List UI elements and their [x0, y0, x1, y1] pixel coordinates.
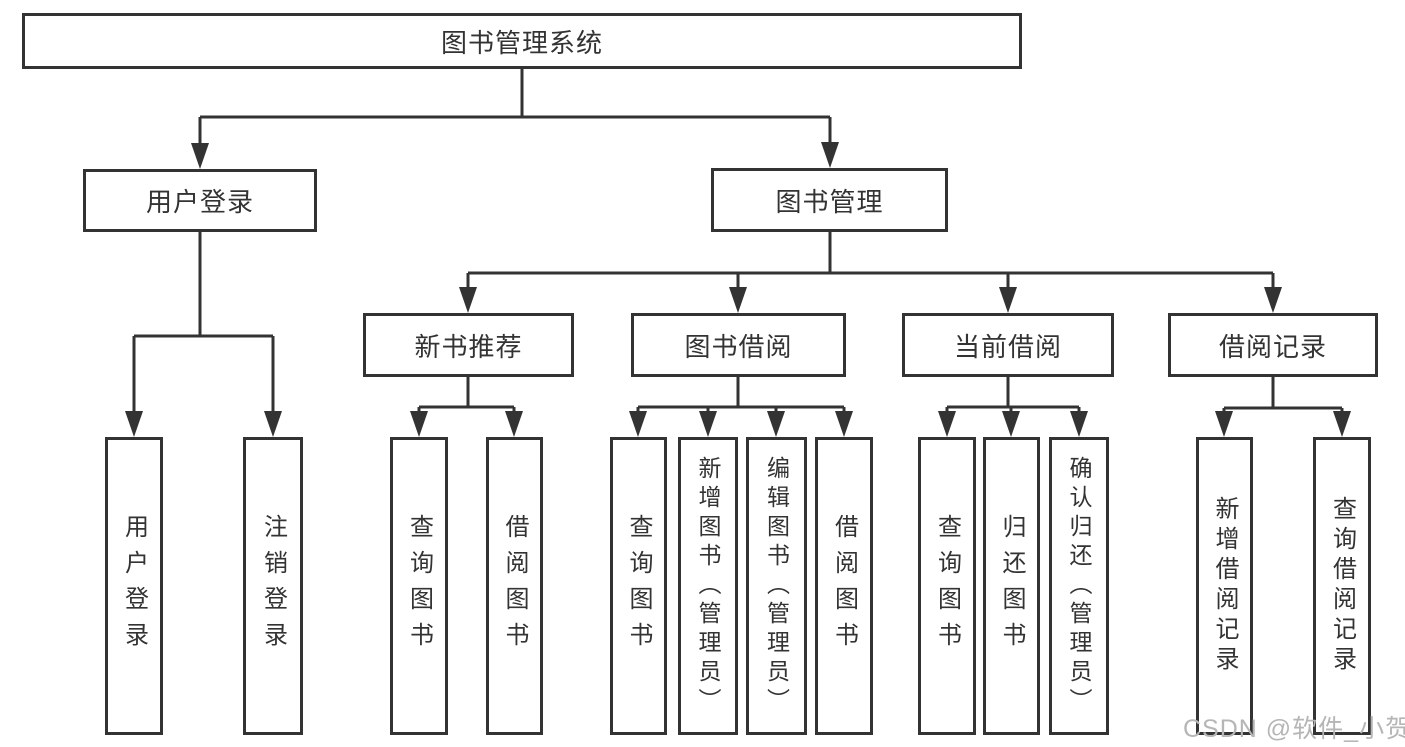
leaf-borrow-books-recommend: 借阅图书	[486, 437, 543, 735]
leaf-query-books-current: 查询图书	[918, 437, 976, 735]
leaf-logout: 注销登录	[243, 437, 303, 735]
leaf-query-books-recommend: 查询图书	[390, 437, 448, 735]
node-library-system: 图书管理系统	[22, 13, 1022, 69]
node-user-login: 用户登录	[83, 169, 317, 232]
node-borrow-records: 借阅记录	[1168, 313, 1378, 377]
arrowheads	[125, 142, 1351, 437]
node-current-borrow: 当前借阅	[902, 313, 1114, 377]
leaf-borrow-books-borrow: 借阅图书	[815, 437, 873, 735]
node-book-management: 图书管理	[711, 168, 948, 232]
leaf-edit-book-admin: 编辑图书（管理员）	[746, 437, 807, 735]
leaf-query-books-borrow: 查询图书	[610, 437, 667, 735]
csdn-watermark: CSDN @软件_小贺同学	[1183, 715, 1405, 743]
leaf-return-book: 归还图书	[983, 437, 1040, 735]
leaf-confirm-return-admin: 确认归还（管理员）	[1049, 437, 1109, 735]
leaf-add-borrow-record: 新增借阅记录	[1196, 437, 1253, 735]
leaf-user-login: 用户登录	[105, 437, 163, 735]
leaf-add-book-admin: 新增图书（管理员）	[678, 437, 738, 735]
node-new-book-recommend: 新书推荐	[363, 313, 574, 377]
leaf-query-borrow-record: 查询借阅记录	[1313, 437, 1371, 735]
node-book-borrow: 图书借阅	[631, 313, 846, 377]
